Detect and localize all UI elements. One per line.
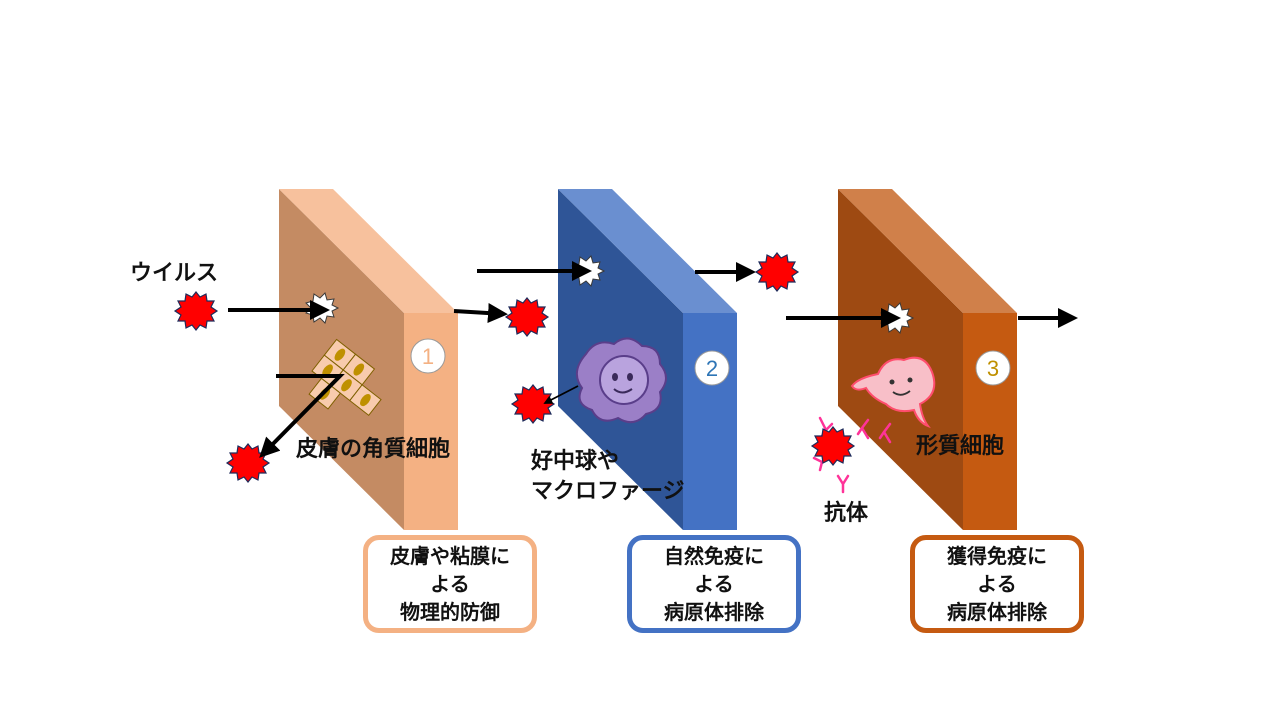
virus-icon-4 [510,384,556,424]
viruses [173,252,856,483]
arrow-bounce-barrier1 [259,374,345,458]
box-1-line-1: 皮膚や粘膜に [390,544,510,568]
number-3-text: 3 [987,356,999,381]
box-3-line-3: 病原体排除 [947,600,1047,624]
virus-icon-2 [225,443,271,483]
number-badge-1: 1 [410,338,446,374]
phagocyte-label-line-2: マクロファージ [531,479,685,504]
plasma-cell-icon [850,356,936,429]
macrophage-icon [575,337,667,424]
phagocyte-label-line-1: 好中球や [531,449,620,474]
box-2-line-2: よる [694,572,734,596]
barrier-2-top [558,189,737,313]
phagocyte-label: 好中球や マクロファージ [531,447,685,507]
box-3-line-2: よる [977,572,1017,596]
antibody-label: 抗体 [824,501,869,526]
barrier-1-top [279,189,458,313]
number-badge-2: 2 [694,350,730,386]
arrows [228,261,1078,458]
barrier-3-top [838,189,1017,313]
innate-immunity-box: 自然免疫に よる 病原体排除 [627,535,801,633]
arrow-barrier1-to-barrier2 [453,303,508,324]
physical-defense-box: 皮膚や粘膜に よる 物理的防御 [363,535,537,633]
box-1-line-2: よる [430,572,470,596]
box-2-line-3: 病原体排除 [664,600,764,624]
virus-icon-1 [173,291,219,331]
virus-label: ウイルス [130,261,219,286]
number-badge-3: 3 [975,350,1011,386]
number-2-text: 2 [706,356,718,381]
virus-icon-5 [754,252,800,292]
number-1-text: 1 [422,344,434,369]
barrier-2-side [683,313,737,530]
skin-keratinocyte-label: 皮膚の角質細胞 [296,437,451,462]
box-3-line-1: 獲得免疫に [947,544,1047,568]
virus-icon-6 [810,426,856,466]
box-2-line-1: 自然免疫に [664,544,764,568]
virus-icon-3 [504,297,550,337]
adaptive-immunity-box: 獲得免疫に よる 病原体排除 [910,535,1084,633]
plasma-cell-label: 形質細胞 [916,434,1005,459]
barrier-3-side [963,313,1017,530]
box-1-line-3: 物理的防御 [400,600,500,624]
arrow-macrophage-capture [543,385,579,404]
